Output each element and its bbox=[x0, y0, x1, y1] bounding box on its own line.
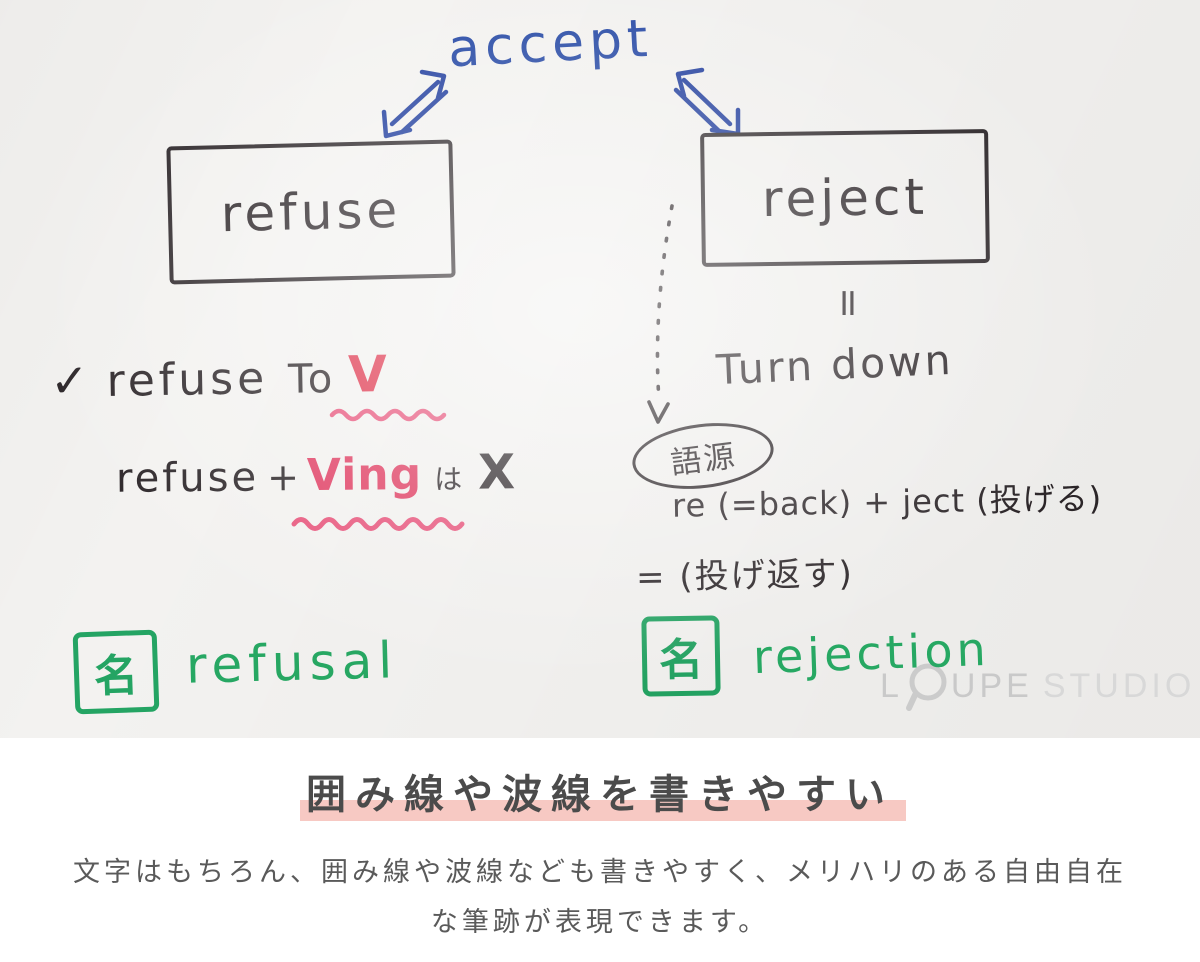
watermark-upe: UPE bbox=[950, 666, 1033, 705]
double-arrow-right-icon bbox=[664, 64, 750, 148]
usage2-particle: は bbox=[434, 462, 463, 496]
loupe-icon bbox=[904, 660, 950, 712]
wavy-underline-icon bbox=[329, 406, 448, 422]
caption-heading: 囲み線や波線を書きやすい bbox=[306, 772, 894, 818]
caption-body-line1: 文字はもちろん、囲み線や波線なども書きやすく、メリハリのある自由自在 bbox=[73, 857, 1127, 888]
reject-box: reject bbox=[700, 128, 990, 268]
usage2-ving: Ving bbox=[306, 449, 423, 502]
check-mark: ✓ bbox=[49, 353, 90, 408]
equals-sign: = bbox=[826, 287, 871, 319]
watermark-l: L bbox=[880, 666, 903, 705]
refuse-box: refuse bbox=[166, 139, 456, 285]
usage1-word: refuse bbox=[106, 353, 269, 407]
dashed-arrow-icon bbox=[634, 200, 696, 435]
turn-down-label: Turn down bbox=[715, 335, 955, 395]
reject-label: reject bbox=[761, 167, 929, 229]
etymology-line1: re (=back) + ject (投げる) bbox=[671, 479, 1103, 525]
noun-tag-label: 名 bbox=[93, 650, 140, 703]
accept-label: accept bbox=[446, 8, 654, 80]
heading-highlight-bar bbox=[300, 800, 906, 821]
watermark: L UPE STUDIO bbox=[880, 660, 1195, 712]
etymology-label: 語源 bbox=[668, 437, 739, 482]
plus-sign: + bbox=[266, 455, 300, 500]
noun-tag-label: 名 bbox=[658, 634, 704, 687]
double-arrow-left-icon bbox=[374, 66, 456, 146]
whiteboard-photo: accept re bbox=[0, 0, 1200, 738]
caption-body-line2: な筆跡が表現できます。 bbox=[430, 907, 770, 938]
watermark-studio: STUDIO bbox=[1042, 666, 1196, 705]
cross-mark: X bbox=[477, 444, 516, 501]
refuse-label: refuse bbox=[220, 180, 402, 244]
usage2-word: refuse bbox=[115, 454, 260, 502]
noun-badge-rejection: 名 bbox=[641, 615, 721, 697]
caption-section: 囲み線や波線を書きやすい 文字はもちろん、囲み線や波線なども書きやすく、メリハリ… bbox=[0, 738, 1200, 962]
refusal-label: refusal bbox=[185, 631, 399, 695]
rejection-label: rejection bbox=[752, 621, 991, 685]
usage1-to: To bbox=[287, 355, 335, 403]
etymology-line2: = (投げ返す) bbox=[635, 554, 855, 598]
noun-badge-refusal: 名 bbox=[72, 629, 160, 715]
wavy-underline-icon bbox=[291, 514, 466, 532]
usage1-verb: V bbox=[347, 345, 388, 404]
